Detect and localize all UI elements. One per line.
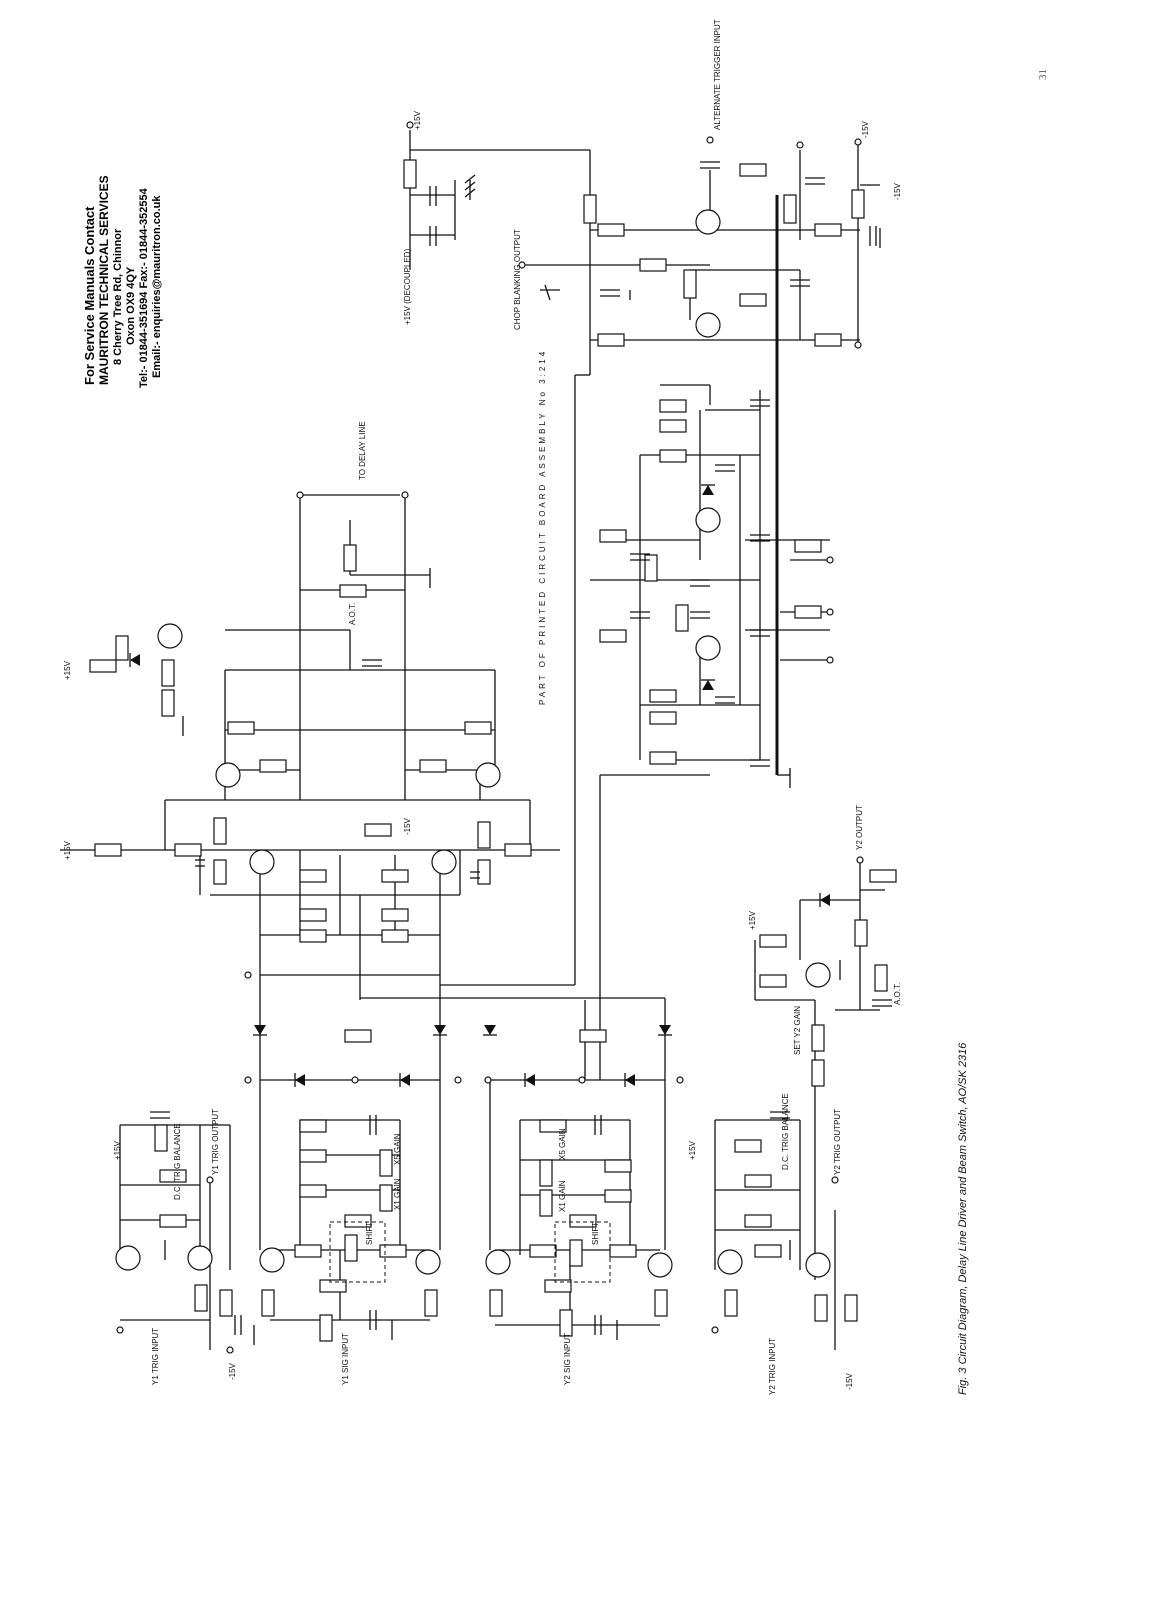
y2-trig-output-label: Y2 TRIG OUTPUT (833, 1109, 842, 1175)
wiring (60, 130, 885, 1350)
y2-shift-pot-box (554, 1221, 611, 1283)
plus15-y1-trig-label: +15V (113, 1140, 122, 1160)
y1-trig-input-label: Y1 TRIG INPUT (151, 1328, 160, 1385)
y1-trig-balance-label: D.C. TRIG BALANCE (173, 1123, 182, 1200)
c228-aot-label: A.O.T. (893, 983, 902, 1005)
transistors (115, 209, 831, 1278)
y1-sig-input-label: Y1 SIG INPUT (341, 1333, 350, 1385)
plus15-tr209-label: +15V (748, 910, 757, 930)
y1-x1-gain-label: X1 GAIN (393, 1178, 402, 1210)
decoupled-supply-label: +15V (DECOUPLED) (403, 248, 412, 325)
r265-aot-label: A.O.T. (348, 603, 357, 625)
y2-trig-input-label: Y2 TRIG INPUT (768, 1338, 777, 1395)
capacitors (150, 161, 892, 1335)
resistors (89, 159, 897, 1342)
y2-x5-gain-label: X5 GAIN (558, 1128, 567, 1160)
plus15-r251-label: +15V (63, 840, 72, 860)
minus15-top-label: -15V (861, 120, 870, 138)
y1-shift-pot-box (329, 1221, 386, 1283)
contact-line-1: For Service Manuals Contact (82, 206, 97, 385)
y1-trig-output-label: Y1 TRIG OUTPUT (211, 1109, 220, 1175)
contact-block: For Service Manuals Contact MAURITRON TE… (82, 175, 163, 388)
contact-line-4: Oxon OX9 4QY (125, 266, 137, 345)
y1-x5-gain-label: X5 GAIN (393, 1133, 402, 1165)
plus15-top-label: +15V (413, 110, 422, 130)
contact-line-5: Tel:- 01844-351694 Fax:- 01844-352554 (138, 187, 150, 388)
contact-line-6: Email:- enquiries@mauritron.co.uk (151, 195, 163, 378)
plus15-tr214-label: +15V (63, 660, 72, 680)
minus15-y1-label: -15V (228, 1362, 237, 1380)
minus15-r255-label: -15V (403, 817, 412, 835)
terminals (116, 121, 864, 1354)
diodes (129, 484, 830, 1087)
contact-line-2: MAURITRON TECHNICAL SERVICES (97, 175, 111, 385)
y2-trig-balance-label: D.C. TRIG BALANCE (781, 1093, 790, 1170)
schematic-labels: TO DELAY LINE +15V (DECOUPLED) +15V -15V… (63, 19, 902, 1395)
to-delay-line-label: TO DELAY LINE (358, 421, 367, 480)
figure-caption: Fig. 3 Circuit Diagram, Delay Line Drive… (957, 1042, 969, 1395)
y2-x1-gain-label: X1 GAIN (558, 1180, 567, 1212)
board-assembly-note: PART OF PRINTED CIRCUIT BOARD ASSEMBLY N… (538, 349, 547, 705)
set-y2-gain-label: SET Y2 GAIN (793, 1006, 802, 1055)
minus15-y2-label: -15V (845, 1372, 854, 1390)
plus15-y2-trig-label: +15V (688, 1140, 697, 1160)
y2-output-label: Y2 OUTPUT (855, 805, 864, 850)
grounds (164, 174, 881, 1345)
page-number: 31 (1037, 69, 1049, 80)
y2-sig-input-label: Y2 SIG INPUT (563, 1333, 572, 1385)
y1-shift-label: SHIFT (365, 1222, 374, 1245)
contact-line-3: 8 Cherry Tree Rd, Chinnor (112, 228, 124, 365)
minus15-right-label: -15V (893, 182, 902, 200)
chop-blanking-label: CHOP BLANKING OUTPUT (513, 229, 522, 330)
alternate-trigger-label: ALTERNATE TRIGGER INPUT (713, 19, 722, 130)
y2-shift-label: SHIFT (591, 1222, 600, 1245)
